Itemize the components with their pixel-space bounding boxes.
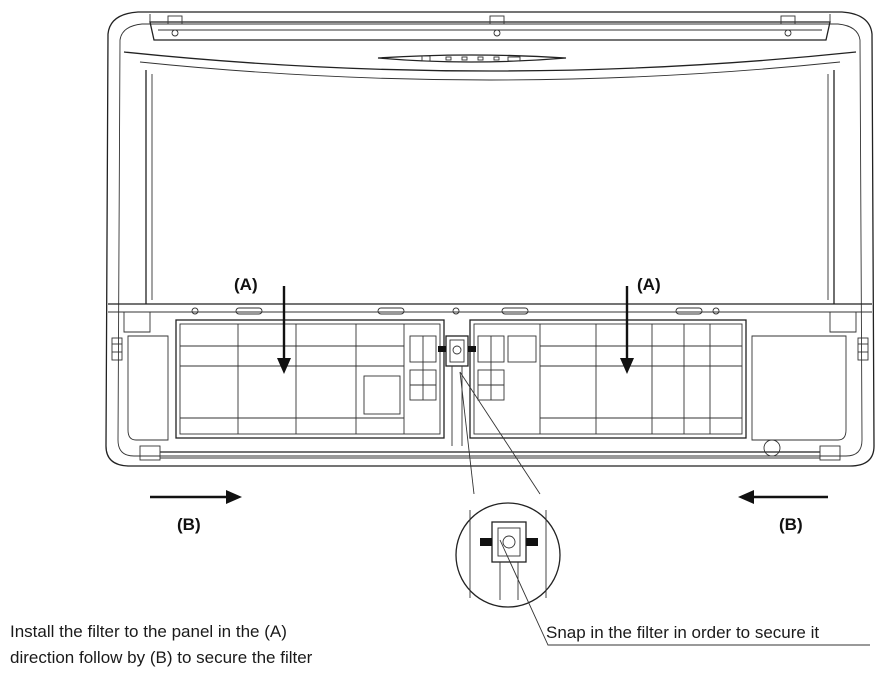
center-filter-clip — [438, 335, 476, 446]
label-a-left: (A) — [234, 275, 258, 294]
label-b-left: (B) — [177, 515, 201, 534]
arrow-b-right — [738, 490, 828, 504]
arrow-b-left — [150, 490, 242, 504]
filter-housing — [108, 307, 872, 461]
snap-detail-callout — [455, 371, 870, 646]
left-filter — [175, 319, 445, 439]
right-filter — [469, 319, 747, 439]
label-a-right: (A) — [637, 275, 661, 294]
indoor-unit-body — [105, 11, 875, 467]
install-caption-line-2: direction follow by (B) to secure the fi… — [10, 648, 313, 667]
snap-instruction-caption: Snap in the filter in order to secure it — [546, 623, 820, 642]
arrow-a-left — [277, 286, 291, 374]
install-instruction-caption: Install the filter to the panel in the (… — [10, 619, 430, 671]
arrow-a-right — [620, 286, 634, 374]
label-b-right: (B) — [779, 515, 803, 534]
install-caption-line-1: Install the filter to the panel in the (… — [10, 622, 287, 641]
